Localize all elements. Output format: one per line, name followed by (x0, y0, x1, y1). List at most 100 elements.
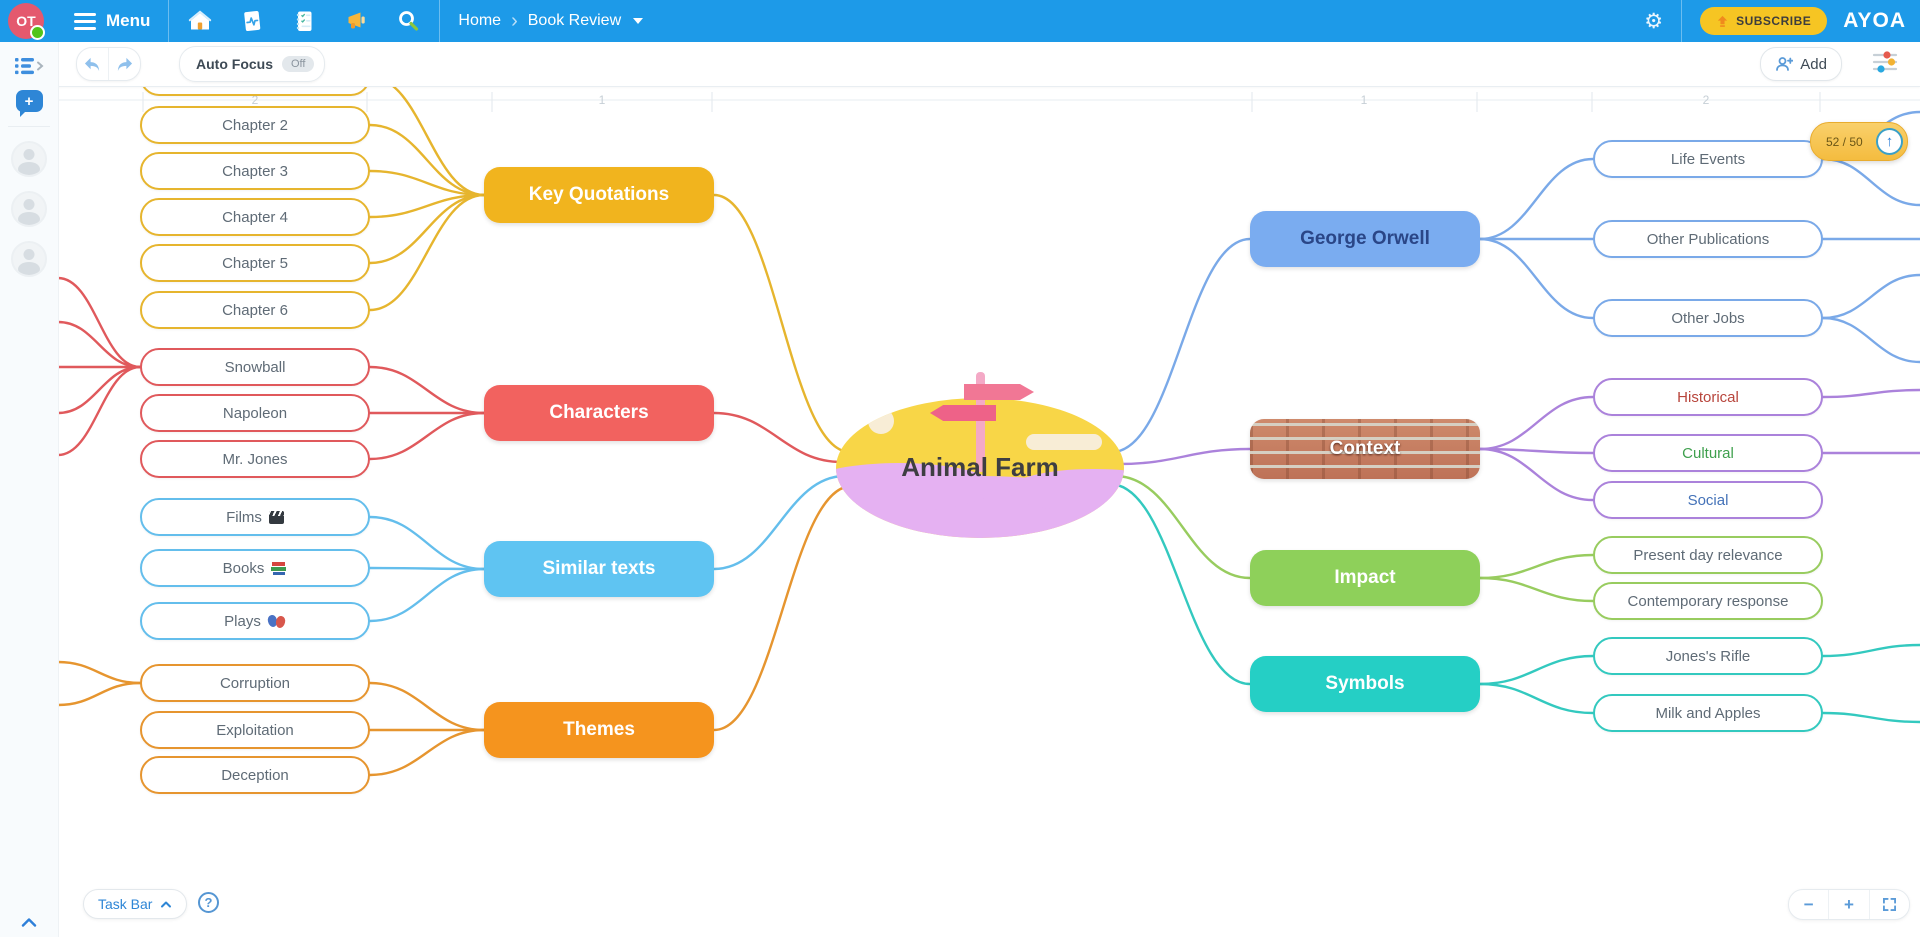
counter-text: 52 / 50 (1826, 134, 1863, 149)
node-mr-jones[interactable]: Mr. Jones (140, 440, 370, 478)
breadcrumb-home[interactable]: Home (458, 12, 502, 29)
node-george-orwell[interactable]: George Orwell (1250, 211, 1480, 267)
branch-edge (58, 681, 142, 707)
node-similar-texts[interactable]: Similar texts (484, 541, 714, 597)
divider (439, 0, 441, 42)
branch-edge (368, 193, 486, 219)
node-chapter-2[interactable]: Chapter 2 (140, 106, 370, 144)
breadcrumb-caret-icon[interactable] (633, 18, 644, 24)
node-label: Chapter 4 (222, 208, 288, 226)
branch-edge (1478, 553, 1595, 580)
branch-edge (368, 566, 486, 571)
node-plays[interactable]: Plays (140, 602, 370, 640)
node-present-day-relevance[interactable]: Present day relevance (1593, 536, 1823, 574)
subscribe-button[interactable]: SUBSCRIBE (1700, 7, 1828, 35)
node-impact[interactable]: Impact (1250, 550, 1480, 606)
branch-edge (1821, 316, 1920, 364)
collaborator-avatar-placeholder[interactable] (0, 241, 58, 277)
node-chapter-6[interactable]: Chapter 6 (140, 291, 370, 329)
node-label: Characters (549, 402, 649, 423)
settings-gear-icon[interactable]: ⚙ (1644, 9, 1664, 33)
help-label: ? (204, 895, 213, 910)
node-symbols[interactable]: Symbols (1250, 656, 1480, 712)
home-icon[interactable] (187, 8, 213, 34)
node-napoleon[interactable]: Napoleon (140, 394, 370, 432)
collaborator-avatar-placeholder[interactable] (0, 141, 58, 177)
node-deception[interactable]: Deception (140, 756, 370, 794)
node-label: Films (226, 508, 262, 526)
node-social[interactable]: Social (1593, 481, 1823, 519)
node-label: Jones's Rifle (1665, 647, 1751, 665)
notebook-checklist-icon[interactable] (291, 8, 317, 34)
planner-list-icon[interactable] (0, 56, 58, 76)
node-label: Themes (563, 719, 635, 740)
branch-edge (390, 86, 486, 197)
new-chat-icon[interactable]: + (0, 90, 58, 117)
branch-edge (368, 193, 486, 265)
upgrade-counter-badge[interactable]: 52 / 50 ↑ (1810, 122, 1908, 161)
node-contemporary-response[interactable]: Contemporary response (1593, 582, 1823, 620)
node-chapter-4[interactable]: Chapter 4 (140, 198, 370, 236)
node-key-quotations[interactable]: Key Quotations (484, 167, 714, 223)
node-other-jobs[interactable]: Other Jobs (1593, 299, 1823, 337)
zoom-in-button[interactable]: + (1828, 890, 1868, 919)
branch-edge (368, 515, 486, 571)
node-films[interactable]: Films (140, 498, 370, 536)
branch-edge (1478, 395, 1595, 451)
main-menu-button[interactable]: Menu (74, 11, 150, 31)
node-jones-rifle[interactable]: Jones's Rifle (1593, 637, 1823, 675)
undo-button[interactable] (77, 48, 108, 80)
node-characters[interactable]: Characters (484, 385, 714, 441)
node-animal-farm[interactable]: Animal Farm (836, 372, 1124, 542)
branch-edge (1821, 157, 1920, 207)
node-exploitation[interactable]: Exploitation (140, 711, 370, 749)
branch-edge (1478, 237, 1595, 320)
chevron-up-icon (161, 901, 172, 908)
breadcrumb-current[interactable]: Book Review (527, 12, 622, 29)
zoom-out-button[interactable]: − (1803, 894, 1814, 914)
node-label: Other Jobs (1671, 309, 1745, 327)
node-label: Chapter 5 (222, 254, 288, 272)
branch-edge (1116, 447, 1252, 466)
node-label: Chapter 2 (222, 116, 288, 134)
help-button[interactable]: ? (198, 892, 219, 913)
auto-focus-label: Auto Focus (196, 56, 273, 72)
search-icon[interactable] (395, 8, 421, 34)
node-chapter-5[interactable]: Chapter 5 (140, 244, 370, 282)
node-themes[interactable]: Themes (484, 702, 714, 758)
upgrade-arrow-button[interactable]: ↑ (1876, 128, 1903, 155)
activity-doc-icon[interactable] (239, 8, 265, 34)
user-avatar[interactable]: OT (8, 3, 45, 40)
branch-edge (368, 193, 486, 312)
filter-sliders-icon[interactable] (1872, 50, 1898, 79)
zoom-controls: − + (1788, 889, 1910, 920)
node-context[interactable]: Context (1250, 419, 1480, 479)
add-people-button[interactable]: Add (1760, 47, 1842, 81)
task-bar-button[interactable]: Task Bar (83, 889, 188, 919)
branch-edge (1821, 711, 1920, 724)
node-books[interactable]: Books (140, 549, 370, 587)
collaborator-avatar-placeholder[interactable] (0, 191, 58, 227)
node-label: Chapter 6 (222, 301, 288, 319)
sidebar-divider (8, 126, 50, 127)
node-historical[interactable]: Historical (1593, 378, 1823, 416)
divider (1681, 0, 1683, 42)
node-corruption[interactable]: Corruption (140, 664, 370, 702)
node-chapter-1[interactable] (140, 86, 370, 96)
node-chapter-3[interactable]: Chapter 3 (140, 152, 370, 190)
node-cultural[interactable]: Cultural (1593, 434, 1823, 472)
avatar-initials: OT (16, 13, 36, 29)
node-label: Plays (224, 612, 261, 630)
node-other-publications[interactable]: Other Publications (1593, 220, 1823, 258)
sidebar-collapse-chevron[interactable] (0, 918, 58, 927)
node-life-events[interactable]: Life Events (1593, 140, 1823, 178)
fit-screen-button[interactable] (1868, 890, 1909, 919)
branch-edge (368, 411, 486, 461)
node-snowball[interactable]: Snowball (140, 348, 370, 386)
node-milk-and-apples[interactable]: Milk and Apples (1593, 694, 1823, 732)
branch-edge (58, 276, 142, 369)
redo-button[interactable] (108, 48, 140, 80)
megaphone-icon[interactable] (343, 8, 369, 34)
auto-focus-toggle[interactable]: Auto Focus Off (179, 46, 326, 82)
